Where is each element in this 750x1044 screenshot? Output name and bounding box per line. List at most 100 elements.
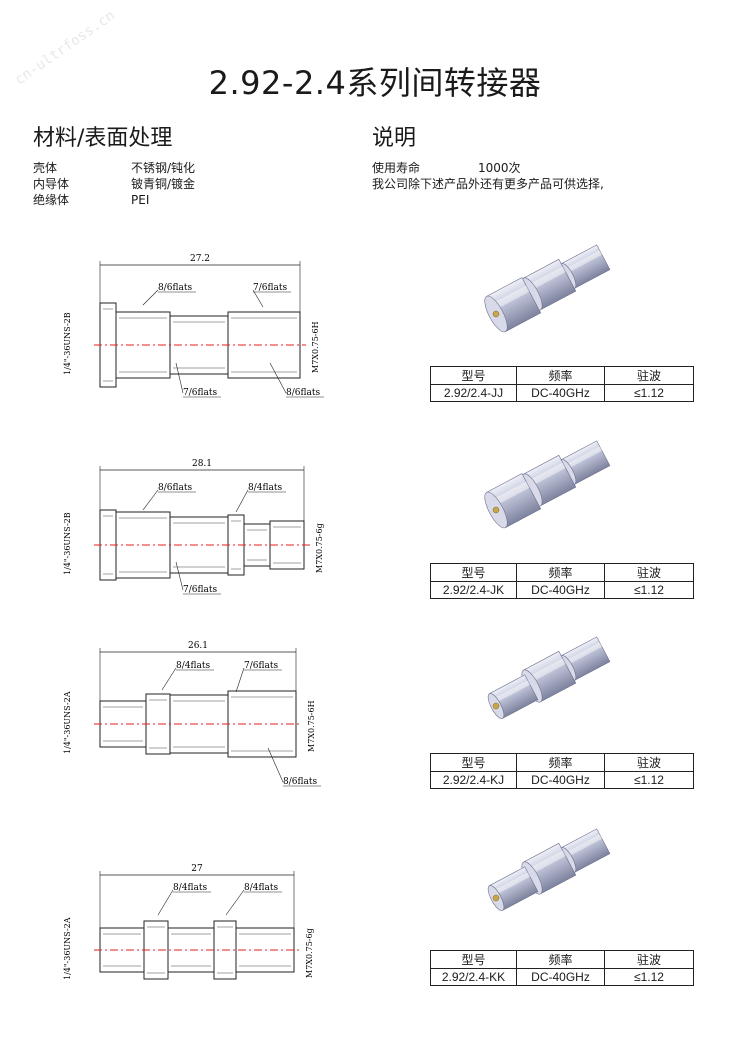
flats-label: 8/6flats — [286, 388, 320, 398]
product-image-kj — [487, 636, 611, 719]
dimension-label: 28.1 — [192, 459, 212, 469]
vswr-cell: ≤1.12 — [604, 384, 694, 402]
vswr-cell: ≤1.12 — [604, 581, 694, 599]
page-title: 2.92-2.4系列间转接器 — [208, 64, 542, 102]
leader-line — [267, 747, 284, 783]
vswr-cell: ≤1.12 — [604, 771, 694, 789]
freq-cell: DC-40GHz — [516, 384, 605, 402]
middle-body — [521, 454, 577, 507]
material-row: 绝缘体 PEI — [33, 192, 195, 208]
leader-line — [142, 289, 159, 306]
flats-label: 8/6flats — [158, 283, 192, 293]
header-model: 型号 — [430, 950, 517, 969]
cylinder-highlight — [564, 642, 603, 666]
material-part: 壳体 — [33, 161, 58, 175]
header-model: 型号 — [430, 366, 517, 385]
middle-body — [521, 650, 577, 703]
right-thread-label: M7X0.75-6g — [315, 523, 324, 573]
flats-label: 8/6flats — [283, 777, 317, 787]
freq-cell: DC-40GHz — [516, 968, 605, 986]
product-image-jk — [484, 440, 611, 529]
left-thread-label: 1/4"-36UNS-2A — [63, 917, 72, 980]
cylinder-highlight — [492, 680, 531, 704]
materials-heading: 材料/表面处理 — [33, 126, 173, 151]
flats-label: 7/6flats — [253, 283, 287, 293]
header-vswr: 驻波 — [604, 563, 694, 582]
dimension-label: 26.1 — [188, 641, 208, 651]
freq-cell: DC-40GHz — [516, 581, 605, 599]
header-model: 型号 — [430, 563, 517, 582]
vswr-cell: ≤1.12 — [604, 968, 694, 986]
leader-line — [161, 667, 177, 691]
description-block: 使用寿命 1000次 我公司除下述产品外还有更多产品可供选择, — [372, 160, 604, 192]
flats-label: 8/6flats — [158, 483, 192, 493]
material-value: 不锈钢/钝化 — [131, 161, 196, 175]
cylinder-highlight — [527, 658, 566, 683]
center-pin — [492, 702, 500, 710]
material-value: PEI — [131, 193, 150, 207]
flats-label: 7/6flats — [183, 388, 217, 398]
header-vswr: 驻波 — [604, 950, 694, 969]
leader-line — [175, 561, 184, 591]
left-thread-label: 1/4"-36UNS-2B — [63, 512, 72, 575]
leader-line — [235, 489, 249, 513]
dimension-label: 27 — [191, 864, 203, 874]
leader-line — [157, 889, 174, 916]
material-row: 内导体 铍青铜/镀金 — [33, 176, 195, 192]
life-value: 1000次 — [478, 161, 521, 175]
drawing-jj: 27.2 1/4"-36UNS-2B M7X0.75-6H 8/6flats 7/6fl… — [63, 254, 324, 398]
header-freq: 频率 — [516, 753, 605, 772]
flats-label: 7/6flats — [244, 661, 278, 671]
leader-line — [252, 289, 264, 308]
middle-body — [521, 258, 577, 311]
flats-label: 8/4flats — [176, 661, 210, 671]
drawing-jk: 28.1 1/4"-36UNS-2B M7X0.75-6g 8/6flats 8/4fl… — [63, 459, 324, 595]
life-label: 使用寿命 — [372, 161, 421, 175]
header-vswr: 驻波 — [604, 753, 694, 772]
cylinder-highlight — [527, 462, 566, 487]
header-freq: 频率 — [516, 563, 605, 582]
flats-label: 7/6flats — [183, 585, 217, 595]
cylinder-highlight — [490, 481, 530, 507]
leader-line — [142, 489, 159, 511]
center-pin — [492, 310, 500, 318]
cylinder-highlight — [564, 834, 603, 858]
right-thread-label: M7X0.75-6H — [311, 321, 320, 373]
flats-label: 8/4flats — [248, 483, 282, 493]
description-note: 我公司除下述产品外还有更多产品可供选择, — [372, 177, 604, 191]
model-cell: 2.92/2.4-KK — [430, 968, 517, 986]
product-image-kk — [487, 828, 611, 911]
flats-label: 8/4flats — [173, 883, 207, 893]
material-value: 铍青铜/镀金 — [131, 177, 196, 191]
material-part: 绝缘体 — [33, 193, 70, 207]
material-part: 内导体 — [33, 177, 70, 191]
center-pin — [492, 506, 500, 514]
model-cell: 2.92/2.4-JK — [430, 581, 517, 599]
leader-line — [235, 667, 245, 693]
materials-list: 壳体 不锈钢/钝化 内导体 铍青铜/镀金 绝缘体 PEI — [33, 160, 195, 208]
left-thread-label: 1/4"-36UNS-2B — [63, 312, 72, 375]
drawing-kk: 27 1/4"-36UNS-2A M7X0.75-6g 8/4flats 8/4flat… — [63, 864, 314, 980]
description-heading: 说明 — [372, 126, 417, 151]
cylinder-highlight — [527, 266, 566, 291]
cylinder-highlight — [490, 285, 530, 311]
cylinder-highlight — [564, 250, 603, 274]
left-nut — [484, 473, 542, 529]
dimension-label: 27.2 — [190, 254, 210, 264]
header-model: 型号 — [430, 753, 517, 772]
header-freq: 频率 — [516, 366, 605, 385]
header-vswr: 驻波 — [604, 366, 694, 385]
flats-label: 8/4flats — [244, 883, 278, 893]
model-cell: 2.92/2.4-JJ — [430, 384, 517, 402]
cylinder-highlight — [527, 850, 566, 875]
material-row: 壳体 不锈钢/钝化 — [33, 160, 195, 176]
model-cell: 2.92/2.4-KJ — [430, 771, 517, 789]
right-thread-label: M7X0.75-6g — [305, 928, 314, 978]
product-image-jj — [484, 244, 611, 333]
leader-line — [175, 362, 184, 394]
